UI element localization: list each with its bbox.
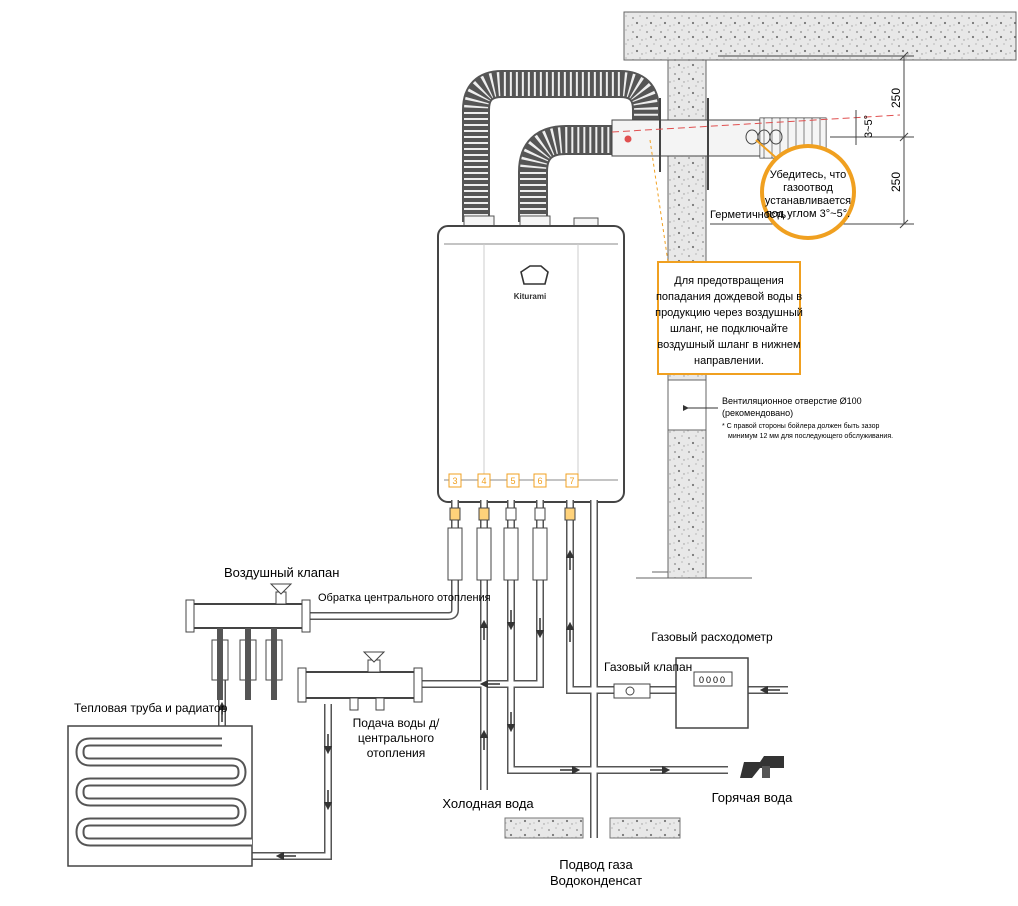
rain-note-line-4: шланг, не подключайте — [670, 323, 788, 335]
heating-supply-label-1: Подача воды д/ — [353, 716, 440, 730]
flue-tip-callout: Убедитесь, что газоотвод устанавливается… — [755, 139, 856, 240]
port-tags: 3 4 5 6 7 — [448, 473, 579, 488]
rain-note-line-2: попадания дождевой воды в — [656, 291, 802, 303]
rain-note-line-1: Для предотвращения — [674, 275, 784, 287]
flue-tip-line-1: Убедитесь, что — [770, 169, 847, 181]
gas-supply-label: Подвод газа — [559, 857, 633, 872]
heating-supply-label-2: центрального — [358, 731, 435, 745]
dimension-upper: 250 — [889, 88, 903, 108]
flue-marker-dot — [624, 135, 632, 143]
brand-name: Kiturami — [514, 292, 546, 301]
vent-note: Вентиляционное отверстие Ø100 (рекомендо… — [683, 396, 893, 440]
brand-logo-icon — [520, 265, 549, 285]
air-valve-icon — [269, 583, 293, 595]
port-tag-7: 7 — [569, 476, 574, 486]
hot-water-label: Горячая вода — [712, 790, 793, 805]
clearance-note-line-1: * С правой стороны бойлера должен быть з… — [722, 422, 879, 430]
vent-note-line-1: Вентиляционное отверстие Ø100 — [722, 396, 862, 406]
heat-pipe-radiator-label: Тепловая труба и радиатор — [74, 701, 228, 715]
boiler-valves — [447, 507, 576, 581]
condensate-label: Водоконденсат — [550, 873, 642, 888]
rain-note-line-6: направлении. — [694, 355, 764, 367]
heat-pipe-radiator — [67, 725, 253, 867]
flue-tip-line-2: газоотвод — [783, 182, 833, 194]
supply-valve-icon — [362, 651, 386, 663]
floor — [504, 817, 681, 839]
heating-return-label: Обратка центрального отопления — [318, 592, 491, 604]
return-manifold — [185, 583, 311, 700]
gas-meter-readout: 0000 — [699, 675, 727, 685]
port-tag-5: 5 — [510, 476, 515, 486]
boiler-unit: Kiturami — [437, 215, 625, 503]
seal-label: Герметичность — [710, 209, 786, 221]
supply-manifold — [297, 651, 423, 711]
vent-note-line-2: (рекомендовано) — [722, 408, 793, 418]
port-tag-3: 3 — [452, 476, 457, 486]
cold-water-label: Холодная вода — [442, 796, 534, 811]
air-hose — [462, 70, 660, 222]
flue-tip-line-4: под углом 3°~5°. — [766, 208, 850, 220]
air-valve-label: Воздушный клапан — [224, 565, 339, 580]
gas-meter-label: Газовый расходометр — [651, 630, 773, 644]
gas-valve-label: Газовый клапан — [604, 660, 692, 674]
rain-note-line-3: продукцию через воздушный — [655, 307, 803, 319]
gas-meter: 0000 — [675, 657, 749, 729]
port-tag-6: 6 — [537, 476, 542, 486]
flow-arrows — [217, 549, 780, 861]
flue-elbow — [518, 125, 626, 222]
clearance-note-line-2: минимум 12 мм для последующего обслужива… — [728, 432, 893, 440]
hot-water-tap-icon — [740, 756, 784, 778]
rain-note-line-5: воздушный шланг в нижнем — [657, 339, 800, 351]
gas-valve — [613, 683, 651, 699]
dimension-lower: 250 — [889, 172, 903, 192]
angle-marker: 3~5° — [863, 115, 875, 138]
flue-tip-line-3: устанавливается — [765, 195, 851, 207]
heating-supply-label-3: отопления — [367, 746, 425, 760]
rain-note: Для предотвращения попадания дождевой во… — [649, 139, 803, 375]
port-tag-4: 4 — [481, 476, 486, 486]
